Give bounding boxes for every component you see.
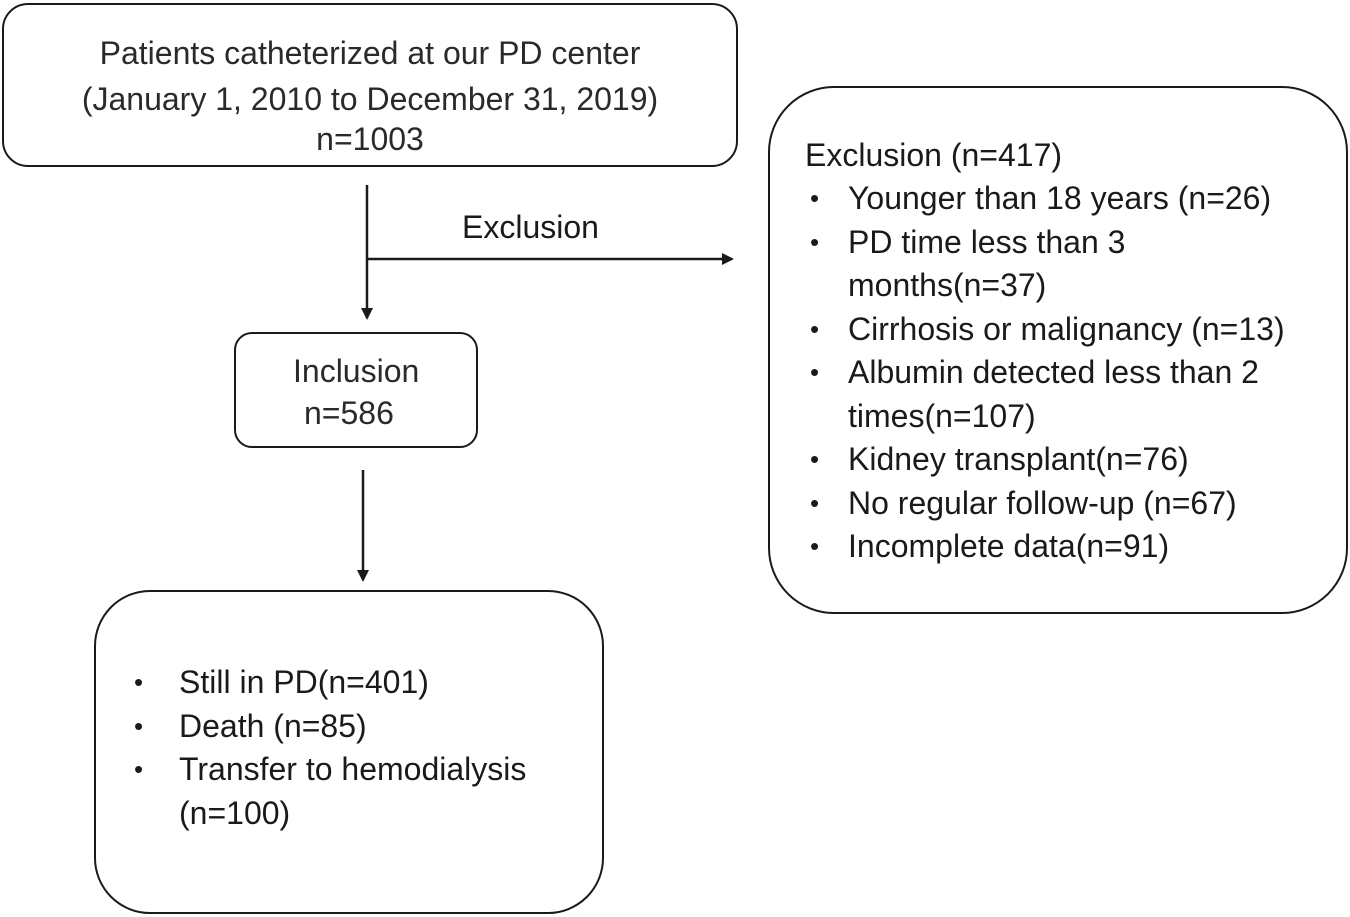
exclusion-item-bullet: • (810, 313, 820, 344)
exclusion-item-bullet: • (810, 487, 820, 518)
outcome-box (94, 590, 604, 914)
exclusion-arrow-label: Exclusion (462, 209, 599, 245)
exclusion-item-bullet: • (810, 531, 820, 561)
inclusion-title: Inclusion (293, 353, 420, 389)
exclusion-item-text: months(n=37) (848, 267, 1047, 303)
exclusion-item-bullet: • (810, 226, 820, 257)
top-box-line-2: (January 1, 2010 to December 31, 2019) (81, 81, 659, 117)
exclusion-title: Exclusion (n=417) (805, 137, 1063, 173)
exclusion-item-text: PD time less than 3 (848, 223, 1126, 260)
exclusion-item-text: No regular follow-up (n=67) (848, 484, 1237, 521)
exclusion-item-bullet: • (810, 444, 820, 474)
exclusion-item-text: Younger than 18 years (n=26) (848, 180, 1272, 216)
outcome-item-bullet: • (134, 710, 144, 741)
inclusion-box: Inclusion n=586 (234, 332, 478, 448)
exclusion-item-text: Incomplete data(n=91) (848, 528, 1170, 564)
exclusion-item-text: times(n=107) (848, 397, 1036, 434)
outcome-item-bullet: • (134, 754, 144, 784)
exclusion-item-bullet: • (810, 183, 820, 213)
outcome-item-text: Still in PD(n=401) (179, 664, 429, 700)
outcome-item-text: Death (n=85) (179, 707, 367, 744)
inclusion-count: n=586 (304, 395, 394, 431)
exclusion-item-bullet: • (810, 357, 820, 387)
outcome-item-text: Transfer to hemodialysis (179, 751, 527, 787)
exclusion-criteria-box (768, 86, 1348, 614)
exclusion-item-text: Cirrhosis or malignancy (n=13) (848, 310, 1285, 347)
outcome-item-text: (n=100) (179, 794, 291, 831)
top-box-line-1: Patients catheterized at our PD center (99, 35, 641, 71)
outcome-item-bullet: • (134, 667, 144, 697)
exclusion-item-text: Kidney transplant(n=76) (848, 441, 1189, 477)
patients-catheterized-box: Patients catheterized at our PD center (… (2, 3, 738, 167)
top-box-count: n=1003 (316, 121, 424, 157)
exclusion-item-text: Albumin detected less than 2 (848, 354, 1259, 390)
